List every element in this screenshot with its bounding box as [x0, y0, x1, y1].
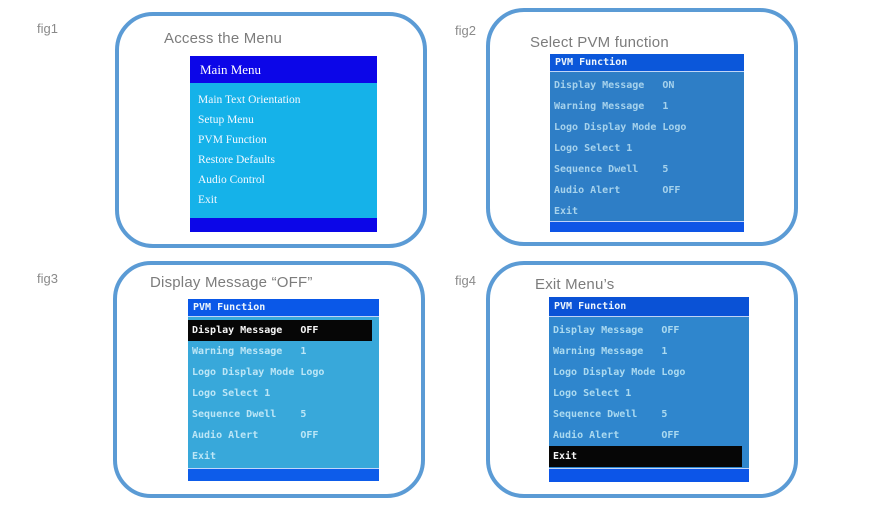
menu-item-label: Exit [192, 451, 301, 462]
menu-item-display-message[interactable]: Display Message OFF [188, 320, 372, 341]
menu-item-audio-control[interactable]: Audio Control [198, 174, 265, 186]
menu-item-value: 5 [300, 409, 307, 420]
menu-item-label: Audio Alert [553, 430, 662, 441]
menu-item-value: OFF [300, 325, 319, 336]
menu-item-logo-display-mode[interactable]: Logo Display Mode Logo [549, 362, 749, 383]
menu-item-label: Audio Alert [192, 430, 301, 441]
menu-item-exit[interactable]: Exit [549, 446, 742, 467]
osd-menu-footer-bar [190, 218, 377, 232]
figure-panel-select-pvm: Select PVM function PVM Function Display… [486, 8, 798, 246]
menu-item-audio-alert[interactable]: Audio Alert OFF [188, 425, 379, 446]
menu-item-value: 1 [661, 346, 668, 357]
menu-item-sequence-dwell[interactable]: Sequence Dwell 5 [549, 404, 749, 425]
menu-item-warning-message[interactable]: Warning Message 1 [188, 341, 379, 362]
menu-item-label: Exit [554, 206, 663, 217]
menu-item-exit[interactable]: Exit [198, 194, 218, 206]
menu-item-pvm-function[interactable]: PVM Function [198, 134, 267, 146]
menu-item-label: Display Message [553, 325, 662, 336]
osd-menu-footer-bar [550, 221, 744, 232]
figure-label-2: fig2 [455, 23, 476, 38]
figure-panel-access-menu: Access the Menu Main Menu Main Text Orie… [115, 12, 427, 248]
menu-item-logo-select[interactable]: Logo Select 1 [188, 383, 379, 404]
menu-item-display-message[interactable]: Display Message OFF [549, 320, 749, 341]
menu-item-value: Logo [661, 367, 686, 378]
figure-label-1: fig1 [37, 21, 58, 36]
menu-item-label: Audio Alert [554, 185, 663, 196]
osd-menu-title: PVM Function [550, 54, 744, 72]
menu-item-logo-display-mode[interactable]: Logo Display Mode Logo [550, 117, 744, 138]
menu-item-logo-display-mode[interactable]: Logo Display Mode Logo [188, 362, 379, 383]
figure-caption: Exit Menu’s [535, 276, 615, 293]
menu-item-label: Sequence Dwell [554, 164, 663, 175]
figure-panel-display-message-off: Display Message “OFF” PVM Function Displ… [113, 261, 425, 498]
menu-item-label: Logo Select [553, 388, 626, 399]
menu-item-value: OFF [662, 185, 681, 196]
menu-item-value: 1 [626, 143, 633, 154]
menu-item-sequence-dwell[interactable]: Sequence Dwell 5 [188, 404, 379, 425]
menu-item-audio-alert[interactable]: Audio Alert OFF [549, 425, 749, 446]
osd-menu-title: Main Menu [190, 56, 377, 83]
figure-label-4: fig4 [455, 273, 476, 288]
menu-item-label: Display Message [554, 80, 663, 91]
menu-item-value: 5 [662, 164, 669, 175]
menu-item-value: 1 [264, 388, 271, 399]
menu-item-logo-select[interactable]: Logo Select 1 [549, 383, 749, 404]
menu-item-label: Logo Select [554, 143, 627, 154]
menu-item-label: Warning Message [192, 346, 301, 357]
menu-item-logo-select[interactable]: Logo Select 1 [550, 138, 744, 159]
menu-item-restore-defaults[interactable]: Restore Defaults [198, 154, 275, 166]
menu-item-value: OFF [300, 430, 319, 441]
menu-item-main-text-orientation[interactable]: Main Text Orientation [198, 94, 301, 106]
menu-item-audio-alert[interactable]: Audio Alert OFF [550, 180, 744, 201]
figure-caption: Select PVM function [530, 34, 669, 51]
menu-item-warning-message[interactable]: Warning Message 1 [549, 341, 749, 362]
menu-item-exit[interactable]: Exit [550, 201, 744, 221]
menu-item-value: 1 [625, 388, 632, 399]
figure-caption: Display Message “OFF” [150, 274, 313, 291]
menu-item-display-message[interactable]: Display Message ON [550, 75, 744, 96]
menu-item-label: Logo Display Mode [192, 367, 301, 378]
menu-item-value: 1 [662, 101, 669, 112]
menu-item-setup-menu[interactable]: Setup Menu [198, 114, 254, 126]
menu-item-value: Logo [300, 367, 325, 378]
figure-panel-exit-menus: Exit Menu’s PVM Function Display Message… [486, 261, 798, 498]
menu-item-label: Warning Message [554, 101, 663, 112]
osd-menu-title: PVM Function [549, 297, 749, 317]
menu-item-value: 1 [300, 346, 307, 357]
menu-item-value: OFF [661, 325, 680, 336]
menu-item-value: ON [662, 80, 675, 91]
menu-item-warning-message[interactable]: Warning Message 1 [550, 96, 744, 117]
menu-item-label: Sequence Dwell [553, 409, 662, 420]
menu-item-label: Logo Display Mode [553, 367, 662, 378]
menu-item-value: OFF [661, 430, 680, 441]
menu-item-label: Sequence Dwell [192, 409, 301, 420]
figure-caption: Access the Menu [164, 30, 283, 47]
menu-item-label: Logo Display Mode [554, 122, 663, 133]
menu-item-label: Logo Select [192, 388, 265, 399]
menu-item-exit[interactable]: Exit [188, 446, 379, 467]
menu-item-sequence-dwell[interactable]: Sequence Dwell 5 [550, 159, 744, 180]
menu-item-value: Logo [662, 122, 687, 133]
osd-menu-footer-bar [188, 468, 379, 481]
menu-item-label: Warning Message [553, 346, 662, 357]
figure-label-3: fig3 [37, 271, 58, 286]
osd-menu-title: PVM Function [188, 299, 379, 317]
osd-menu-footer-bar [549, 468, 749, 482]
menu-item-value: 5 [661, 409, 668, 420]
menu-item-label: Exit [553, 451, 662, 462]
menu-item-label: Display Message [192, 325, 301, 336]
